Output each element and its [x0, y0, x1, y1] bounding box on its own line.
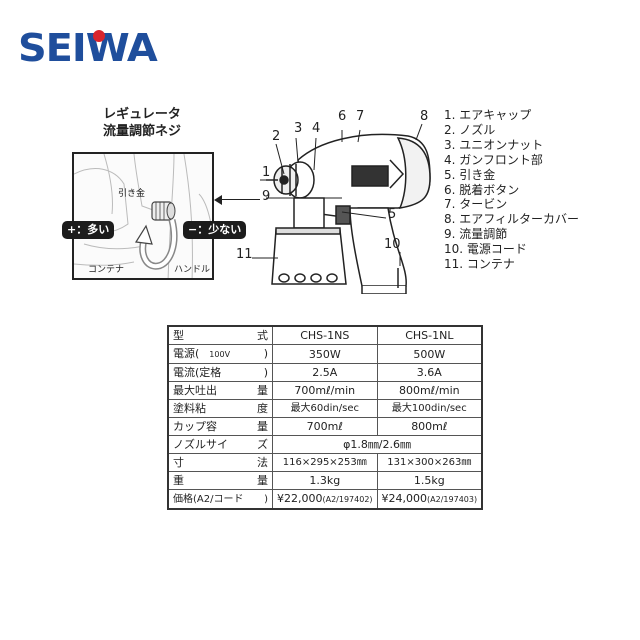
price-code: (A2/197403): [427, 495, 478, 504]
part-item: 2. ノズル: [444, 122, 496, 137]
decrease-flow-badge: −：少ない: [183, 221, 247, 239]
callout-2: 2: [272, 129, 281, 144]
cell-value: 1.3kg: [272, 471, 378, 490]
trigger-label: 引き金: [118, 189, 146, 199]
cell-value: 800mℓ/min: [376, 381, 483, 400]
spray-gun-drawing: [252, 123, 431, 295]
container-label: コンテナ: [88, 265, 125, 275]
cell-value: 3.6A: [376, 363, 483, 382]
callout-4: 4: [312, 121, 321, 136]
table-row: 電流(定格) 2.5A 3.6A: [167, 363, 483, 382]
cell-value: 700mℓ: [272, 417, 378, 436]
pointer-arrow-head-icon: [214, 195, 222, 205]
callout-9: 9: [262, 189, 271, 204]
spec-table: 型式 CHS-1NS CHS-1NL 電源(100V) 350W 500W 電流…: [167, 325, 484, 510]
cell-value: 116×295×253㎜: [272, 453, 378, 472]
part-item: 1. エアキャップ: [444, 108, 532, 122]
row-label: 重量: [167, 471, 273, 490]
table-row: 塗料粘度 最大60din/sec 最大100din/sec: [167, 399, 483, 418]
cell-value: 700mℓ/min: [272, 381, 378, 400]
cell-value: 2.5A: [272, 363, 378, 382]
part-item: 5. 引き金: [444, 167, 496, 182]
part-item: 4. ガンフロント部: [444, 152, 543, 167]
row-label: 最大吐出量: [167, 381, 273, 400]
table-row: 最大吐出量 700mℓ/min 800mℓ/min: [167, 381, 483, 400]
row-label: 価格(A2/コード): [167, 489, 273, 510]
header-model-1: CHS-1NS: [272, 325, 378, 345]
regulator-title-line2: 流量調節ネジ: [102, 124, 181, 139]
handle-label: ハンドル: [174, 265, 211, 275]
logo-text: SEIWA: [18, 26, 158, 70]
price-code: (A2/197402): [322, 495, 373, 504]
callout-5: 5: [388, 207, 397, 222]
increase-flow-badge: +：多い: [62, 221, 115, 239]
cell-price: ¥22,000(A2/197402): [272, 489, 378, 510]
cell-value: 500W: [376, 344, 483, 364]
table-row: カップ容量 700mℓ 800mℓ: [167, 417, 483, 436]
cell-value: 131×300×263㎜: [376, 453, 483, 472]
regulator-title-line1: レギュレータ: [103, 107, 181, 122]
cell-price: ¥24,000(A2/197403): [376, 489, 483, 510]
cell-value: 最大60din/sec: [272, 399, 378, 418]
row-label: 寸法: [167, 453, 273, 472]
part-item: 7. タービン: [444, 197, 508, 212]
header-model-2: CHS-1NL: [376, 325, 483, 345]
parts-list: 1. エアキャップ 2. ノズル 3. ユニオンナット 4. ガンフロント部 5…: [444, 108, 624, 272]
cell-value: 最大100din/sec: [376, 399, 483, 418]
row-label: カップ容量: [167, 417, 273, 436]
callout-1: 1: [262, 165, 271, 180]
cell-value: 350W: [272, 344, 378, 364]
price-value: ¥24,000: [381, 492, 428, 505]
part-item: 8. エアフィルターカバー: [444, 212, 580, 227]
table-row: 寸法 116×295×253㎜ 131×300×263㎜: [167, 453, 483, 472]
regulator-inset-illustration: 引き金 コンテナ ハンドル: [72, 152, 214, 280]
row-label: 塗料粘度: [167, 399, 273, 418]
callout-10: 10: [384, 237, 401, 252]
callout-8: 8: [420, 109, 429, 124]
row-label: ノズルサイズ: [167, 435, 273, 454]
callout-3: 3: [294, 121, 303, 136]
part-item: 11. コンテナ: [444, 257, 515, 272]
table-row: 価格(A2/コード) ¥22,000(A2/197402) ¥24,000(A2…: [167, 489, 483, 510]
logo-red-dot: [93, 30, 105, 42]
row-label: 電源(100V): [167, 344, 273, 364]
regulator-closeup-drawing: [74, 154, 212, 278]
row-label: 電流(定格): [167, 363, 273, 382]
header-label-cell: 型式: [167, 325, 273, 345]
callout-11: 11: [236, 247, 253, 262]
table-row: 電源(100V) 350W 500W: [167, 344, 483, 364]
callout-6: 6: [338, 109, 347, 124]
part-item: 10. 電源コード: [444, 242, 527, 257]
cell-value-merged: φ1.8㎜/2.6㎜: [272, 435, 483, 454]
seiwa-logo: SEIWA: [18, 22, 158, 70]
pointer-arrow-line: [218, 199, 260, 200]
callout-7: 7: [356, 109, 365, 124]
part-item: 6. 脱着ボタン: [444, 182, 520, 197]
cell-value: 800mℓ: [376, 417, 483, 436]
price-value: ¥22,000: [277, 492, 323, 505]
spray-gun-diagram: 1 2 3 4 5 6 7 8 9 10 11: [236, 108, 438, 295]
part-item: 3. ユニオンナット: [444, 137, 544, 152]
part-item: 9. 流量調節: [444, 227, 508, 242]
table-row: 重量 1.3kg 1.5kg: [167, 471, 483, 490]
table-header-row: 型式 CHS-1NS CHS-1NL: [167, 325, 483, 345]
regulator-title: レギュレータ 流量調節ネジ: [92, 106, 192, 140]
table-row: ノズルサイズ φ1.8㎜/2.6㎜: [167, 435, 483, 454]
cell-value: 1.5kg: [376, 471, 483, 490]
